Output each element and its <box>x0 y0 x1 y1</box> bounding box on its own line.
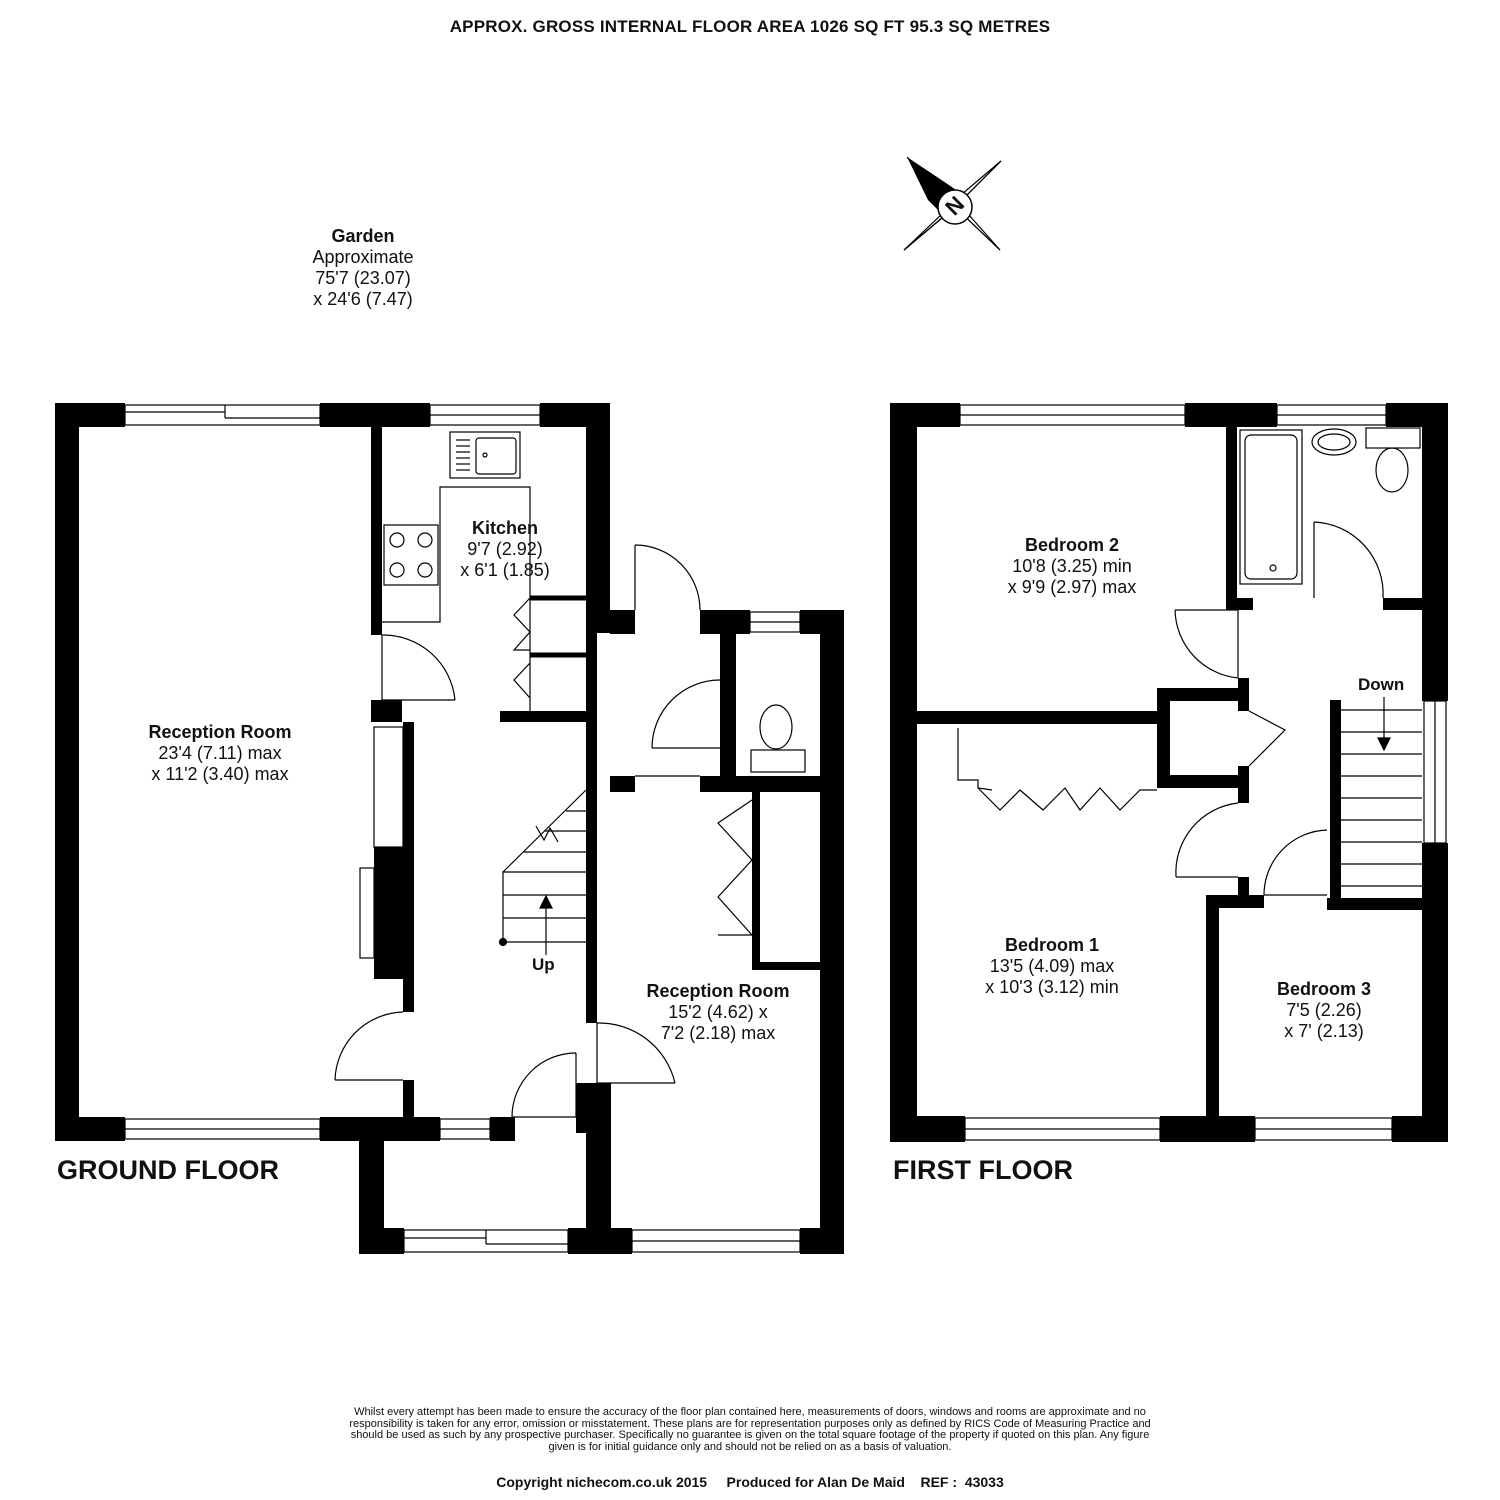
first-floor-label: FIRST FLOOR <box>893 1155 1073 1185</box>
garden-name: Garden <box>331 226 395 246</box>
room-name: Reception Room <box>148 722 292 742</box>
garden-label: Garden Approximate 75'7 (23.07) x 24'6 (… <box>263 226 463 310</box>
room-dim: x 10'3 (3.12) min <box>985 977 1119 997</box>
room-dim: 23'4 (7.11) max <box>158 743 282 763</box>
room-dim: x 7' (2.13) <box>1284 1021 1364 1041</box>
room-bedroom3: Bedroom 3 7'5 (2.26) x 7' (2.13) <box>1232 979 1416 1042</box>
kitchen-fittings <box>382 431 531 623</box>
room-reception-large: Reception Room 23'4 (7.11) max x 11'2 (3… <box>100 722 340 785</box>
disclaimer-text: Whilst every attempt has been made to en… <box>349 1406 1151 1453</box>
garden-line2: 75'7 (23.07) <box>315 268 411 288</box>
room-dim: 7'2 (2.18) max <box>660 1023 776 1043</box>
first-floor-stairs <box>1330 697 1422 887</box>
room-kitchen: Kitchen 9'7 (2.92) x 6'1 (1.85) <box>425 518 585 581</box>
bathroom-fittings <box>1239 427 1421 585</box>
room-dim: 13'5 (4.09) max <box>989 956 1115 976</box>
room-dim: x 9'9 (2.97) max <box>1007 577 1137 597</box>
room-dim: 9'7 (2.92) <box>467 539 543 559</box>
first-floor-windows <box>959 404 1447 1141</box>
room-name: Bedroom 1 <box>1004 935 1100 955</box>
first-floor-walls <box>890 403 1448 1142</box>
room-reception-small: Reception Room 15'2 (4.62) x 7'2 (2.18) … <box>618 981 818 1044</box>
room-bedroom2: Bedroom 2 10'8 (3.25) min x 9'9 (2.97) m… <box>962 535 1182 598</box>
ground-floor-windows <box>124 404 801 1253</box>
ground-floor-walls <box>55 403 844 1254</box>
stairs-down-label: Down <box>1358 675 1405 694</box>
garden-line3: x 24'6 (7.47) <box>313 289 413 309</box>
room-bedroom1: Bedroom 1 13'5 (4.09) max x 10'3 (3.12) … <box>942 935 1162 998</box>
stairs-up-label: Up <box>532 955 555 974</box>
room-dim: x 11'2 (3.40) max <box>151 764 289 784</box>
wc-toilet-icon <box>750 704 806 773</box>
ground-stairs <box>498 789 587 955</box>
copyright-text: Copyright nichecom.co.uk 2015 Produced f… <box>496 1474 1004 1490</box>
first-floor-doors <box>957 521 1384 896</box>
ground-floor-label: GROUND FLOOR <box>57 1155 279 1185</box>
page-title: APPROX. GROSS INTERNAL FLOOR AREA 1026 S… <box>449 17 1051 36</box>
room-name: Bedroom 2 <box>1024 535 1120 555</box>
ground-floor-doors <box>334 544 754 1118</box>
garden-line1: Approximate <box>312 247 414 267</box>
room-name: Kitchen <box>471 518 538 538</box>
room-dim: x 6'1 (1.85) <box>460 560 550 580</box>
room-name: Bedroom 3 <box>1276 979 1372 999</box>
room-dim: 7'5 (2.26) <box>1286 1000 1362 1020</box>
room-dim: 10'8 (3.25) min <box>1012 556 1132 576</box>
compass-icon <box>903 156 1002 251</box>
room-name: Reception Room <box>646 981 790 1001</box>
room-dim: 15'2 (4.62) x <box>668 1002 768 1022</box>
